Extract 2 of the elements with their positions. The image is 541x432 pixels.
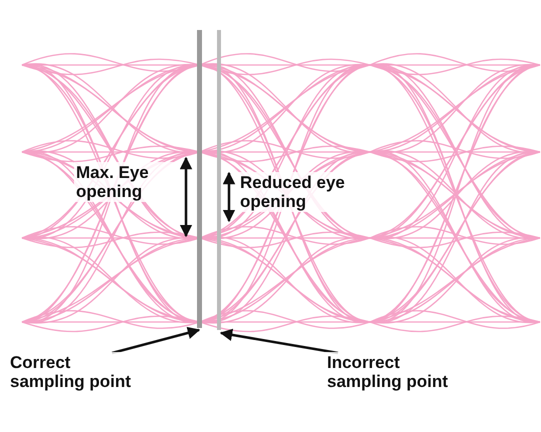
leader-line [220,328,338,354]
leader-line [112,326,200,354]
